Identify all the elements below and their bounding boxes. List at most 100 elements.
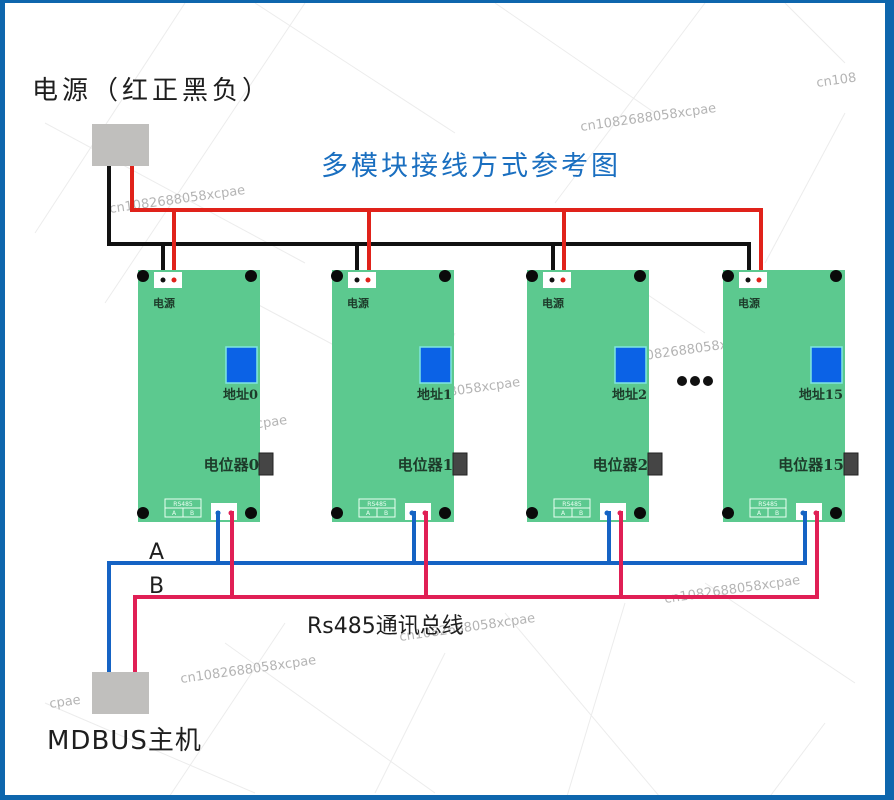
mounting-hole-icon — [526, 270, 538, 282]
power-positive-trunk — [130, 166, 763, 279]
mounting-hole-icon — [634, 507, 646, 519]
bg-line — [504, 612, 659, 795]
power-connector — [543, 272, 571, 288]
address-switch[interactable] — [810, 346, 843, 384]
bg-line — [566, 602, 626, 795]
bg-line — [494, 3, 656, 114]
rs485-a-trunk — [107, 511, 807, 673]
potentiometer-knob[interactable] — [258, 452, 274, 476]
power-connector — [739, 272, 767, 288]
power-pin-positive — [365, 277, 371, 283]
ellipsis-dot — [703, 376, 713, 386]
line-b-label: B — [149, 574, 164, 599]
bg-line — [784, 3, 846, 64]
mounting-hole-icon — [331, 507, 343, 519]
power-pin-positive — [756, 277, 762, 283]
mounting-hole-icon — [137, 270, 149, 282]
power-pin-positive — [171, 277, 177, 283]
power-connector — [348, 272, 376, 288]
ellipsis-dot — [690, 376, 700, 386]
bg-line — [770, 722, 826, 795]
mounting-hole-icon — [830, 270, 842, 282]
board-power-label: 电源 — [738, 296, 760, 310]
board-body — [723, 270, 845, 522]
mounting-hole-icon — [331, 270, 343, 282]
mounting-hole-icon — [830, 507, 842, 519]
address-switch[interactable] — [225, 346, 258, 384]
bg-line — [104, 3, 306, 304]
address-switch[interactable] — [614, 346, 647, 384]
power-pin-negative — [549, 277, 555, 283]
potentiometer-knob[interactable] — [452, 452, 468, 476]
rs485-label-a: A — [757, 510, 762, 517]
board-potentiometer-label: 电位器1 — [398, 456, 453, 474]
mounting-hole-icon — [722, 270, 734, 282]
rs485-label-top: RS485 — [758, 501, 778, 508]
mounting-hole-icon — [245, 507, 257, 519]
rs485-wires — [107, 511, 819, 673]
board-power-label: 电源 — [347, 296, 369, 310]
board-address-label: 地址15 — [799, 387, 843, 403]
board-power-label: 电源 — [153, 296, 175, 310]
power-pin-negative — [160, 277, 166, 283]
bg-line — [254, 3, 456, 134]
board-address-label: 地址2 — [612, 387, 647, 403]
mounting-hole-icon — [526, 507, 538, 519]
rs485-label-top: RS485 — [173, 501, 193, 508]
board-body — [527, 270, 649, 522]
power-supply-label: 电源（红正黑负） — [32, 76, 272, 106]
board-power-label: 电源 — [542, 296, 564, 310]
potentiometer-knob[interactable] — [843, 452, 859, 476]
rs485-label-top: RS485 — [562, 501, 582, 508]
bg-line — [764, 112, 846, 264]
power-pin-negative — [354, 277, 360, 283]
bg-line — [374, 652, 446, 794]
watermark-text: cn108 — [815, 71, 857, 91]
modbus-master-box — [92, 672, 149, 714]
board-body — [138, 270, 260, 522]
board-address-label: 地址0 — [223, 387, 258, 403]
diagram-title: 多模块接线方式参考图 — [321, 151, 621, 182]
ellipsis-dot — [677, 376, 687, 386]
power-pin-negative — [745, 277, 751, 283]
ellipsis-dots — [677, 376, 713, 386]
bg-line — [34, 3, 186, 234]
rs485-label-b: B — [190, 510, 194, 517]
board-body — [332, 270, 454, 522]
potentiometer-knob[interactable] — [647, 452, 663, 476]
rs485-label-a: A — [561, 510, 566, 517]
watermark-text: cn1082688058xcpae — [663, 573, 801, 607]
power-connector — [154, 272, 182, 288]
mounting-hole-icon — [439, 507, 451, 519]
board-address-label: 地址1 — [417, 387, 452, 403]
power-wires — [107, 166, 763, 279]
mounting-hole-icon — [439, 270, 451, 282]
mounting-hole-icon — [634, 270, 646, 282]
watermark-text: cpae — [48, 693, 81, 712]
power-negative-trunk — [107, 166, 751, 273]
bg-line — [224, 642, 436, 794]
board-potentiometer-label: 电位器2 — [593, 456, 648, 474]
watermark-text: cn1082688058xcpae — [579, 101, 717, 135]
wiring-diagram: cn1082688058xcpae cn1082688058xcpae cn10… — [32, 3, 859, 795]
rs485-label-b: B — [384, 510, 388, 517]
bg-line — [44, 702, 256, 794]
line-a-label: A — [149, 540, 164, 565]
rs485-label-top: RS485 — [367, 501, 387, 508]
address-switch[interactable] — [419, 346, 452, 384]
board-potentiometer-label: 电位器15 — [778, 456, 844, 474]
bg-line — [644, 292, 706, 334]
watermark-text: cn1082688058xcpae — [179, 653, 317, 687]
bg-line — [554, 3, 706, 204]
bg-line — [704, 582, 856, 684]
mounting-hole-icon — [245, 270, 257, 282]
